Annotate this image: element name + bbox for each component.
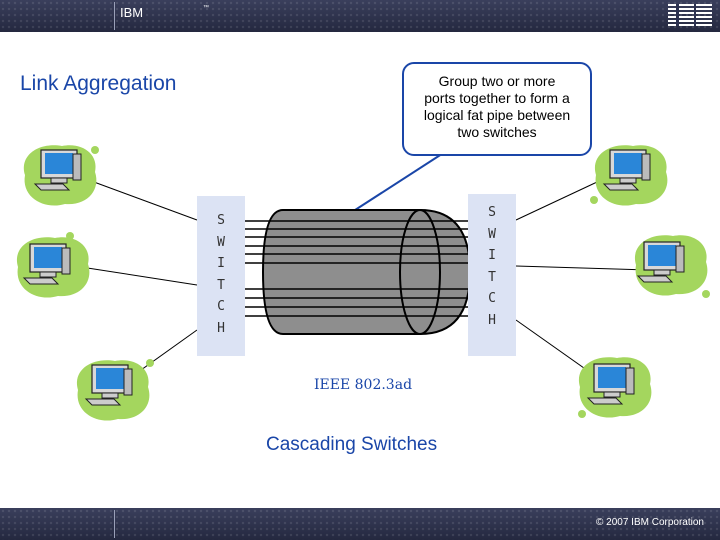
switch-letter: T — [488, 269, 496, 285]
switch-letter: H — [217, 320, 225, 336]
footer-pattern — [0, 508, 720, 540]
header-divider — [114, 2, 115, 30]
callout-pointer — [351, 149, 449, 213]
switch-left-label: S W I T C H — [197, 210, 245, 339]
computer-top-right — [590, 145, 668, 206]
header-brand: IBM — [120, 5, 144, 20]
switch-letter: I — [488, 248, 496, 263]
link-line-mid-left — [67, 264, 198, 286]
ibm-logo-icon — [668, 4, 712, 26]
computer-icon — [586, 363, 635, 405]
switch-letter: C — [217, 299, 225, 314]
switch-letter: S — [217, 213, 225, 228]
standard-label: IEEE 802.3ad — [314, 377, 413, 393]
footer-copyright: © 2007 IBM Corporation — [596, 517, 704, 528]
callout-text: Group two or more ports together to form… — [423, 73, 571, 140]
link-line-mid-right — [515, 265, 651, 271]
header-bar: IBM ™ — [0, 0, 720, 32]
switch-letter: W — [217, 234, 225, 250]
header-pattern — [0, 0, 720, 32]
switch-letter: H — [488, 312, 496, 328]
callout-box: Group two or more ports together to form… — [402, 62, 592, 156]
computer-bottom-left — [76, 359, 154, 421]
computer-mid-left — [16, 232, 90, 298]
header-trademark: ™ — [203, 5, 209, 11]
switch-letter: T — [217, 277, 225, 293]
switch-left: S W I T C H — [197, 196, 245, 356]
footer-bar: © 2007 IBM Corporation — [0, 508, 720, 540]
switch-right-label: S W I T C H — [468, 202, 516, 331]
switch-right: S W I T C H — [468, 194, 516, 356]
switch-letter: C — [488, 291, 496, 306]
computer-icon — [636, 241, 685, 283]
computer-mid-right — [634, 235, 710, 298]
computer-icon — [33, 149, 82, 191]
computer-icon — [602, 149, 651, 191]
computer-top-left — [23, 145, 99, 206]
computer-icon — [84, 364, 133, 406]
aggregated-links — [245, 220, 468, 317]
switch-letter: I — [217, 256, 225, 271]
page-title: Link Aggregation — [20, 72, 177, 95]
computer-bottom-right — [578, 357, 652, 418]
trunk-cylinder — [261, 209, 472, 335]
switch-letter: W — [488, 226, 496, 242]
trunk-cylinder-end — [399, 209, 441, 335]
computer-icon — [22, 243, 71, 285]
footer-divider — [114, 510, 115, 538]
subtitle-label: Cascading Switches — [266, 434, 438, 455]
switch-letter: S — [488, 205, 496, 220]
